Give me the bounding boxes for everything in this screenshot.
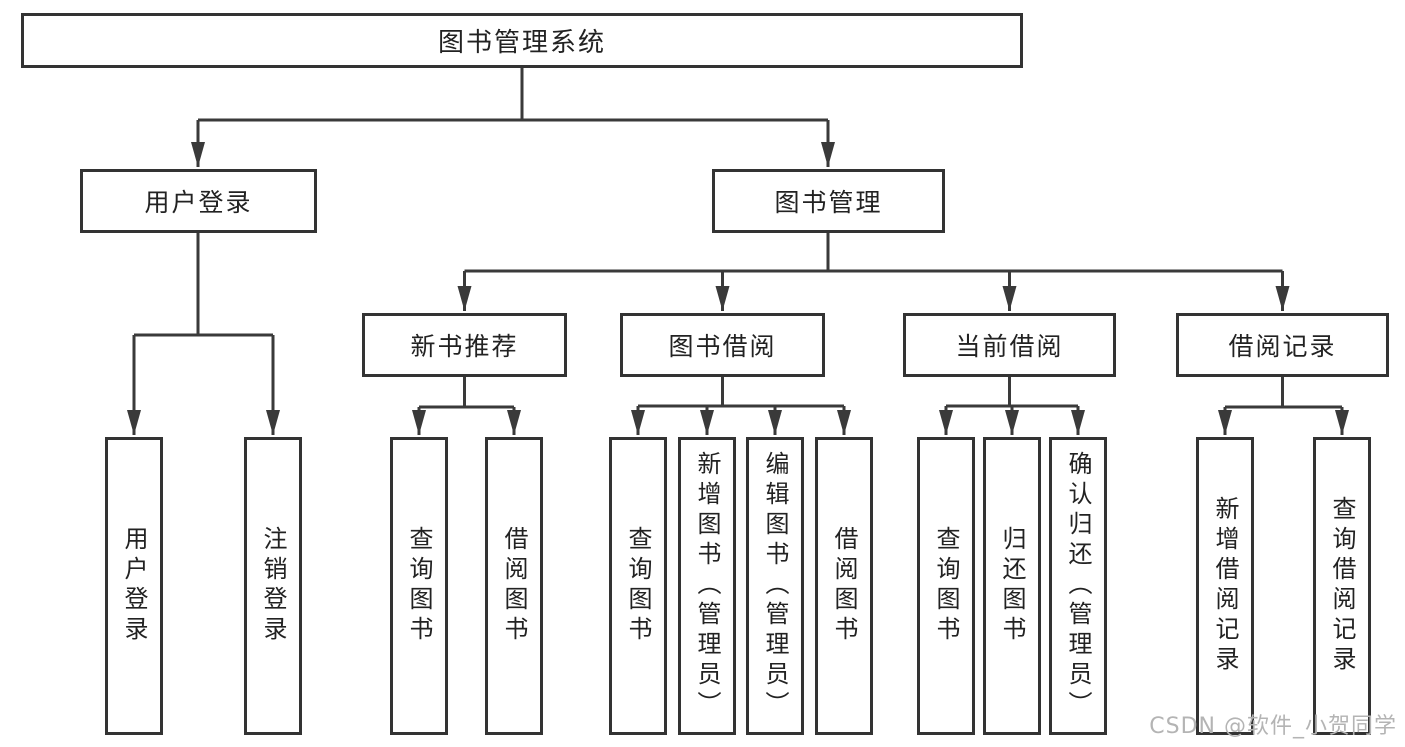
- leaf-newrec-query-book: 查询图书: [390, 437, 448, 735]
- node-user-login: 用户登录: [80, 169, 317, 233]
- leaf-borrowing-add-book: 新增图书（管理员）: [678, 437, 736, 735]
- leaf-current-return-book: 归还图书: [983, 437, 1041, 735]
- leaf-borrowing-query-book: 查询图书: [609, 437, 667, 735]
- leaf-logout: 注销登录: [244, 437, 302, 735]
- node-root: 图书管理系统: [21, 13, 1023, 68]
- node-new-book-recommendation: 新书推荐: [362, 313, 567, 377]
- node-book-management: 图书管理: [712, 169, 945, 233]
- node-current-borrowing: 当前借阅: [903, 313, 1116, 377]
- leaf-newrec-borrow-book: 借阅图书: [485, 437, 543, 735]
- leaf-borrowing-edit-book: 编辑图书（管理员）: [746, 437, 804, 735]
- leaf-current-confirm-return: 确认归还（管理员）: [1049, 437, 1107, 735]
- leaf-current-query-book: 查询图书: [917, 437, 975, 735]
- node-borrowing-records: 借阅记录: [1176, 313, 1389, 377]
- leaf-borrowing-borrow-book: 借阅图书: [815, 437, 873, 735]
- connector-group: [127, 68, 1349, 435]
- leaf-user-login: 用户登录: [105, 437, 163, 735]
- node-book-borrowing: 图书借阅: [620, 313, 825, 377]
- leaf-records-add-record: 新增借阅记录: [1196, 437, 1254, 735]
- csdn-watermark: CSDN @软件_小贺同学: [1149, 714, 1397, 739]
- leaf-records-query-record: 查询借阅记录: [1313, 437, 1371, 735]
